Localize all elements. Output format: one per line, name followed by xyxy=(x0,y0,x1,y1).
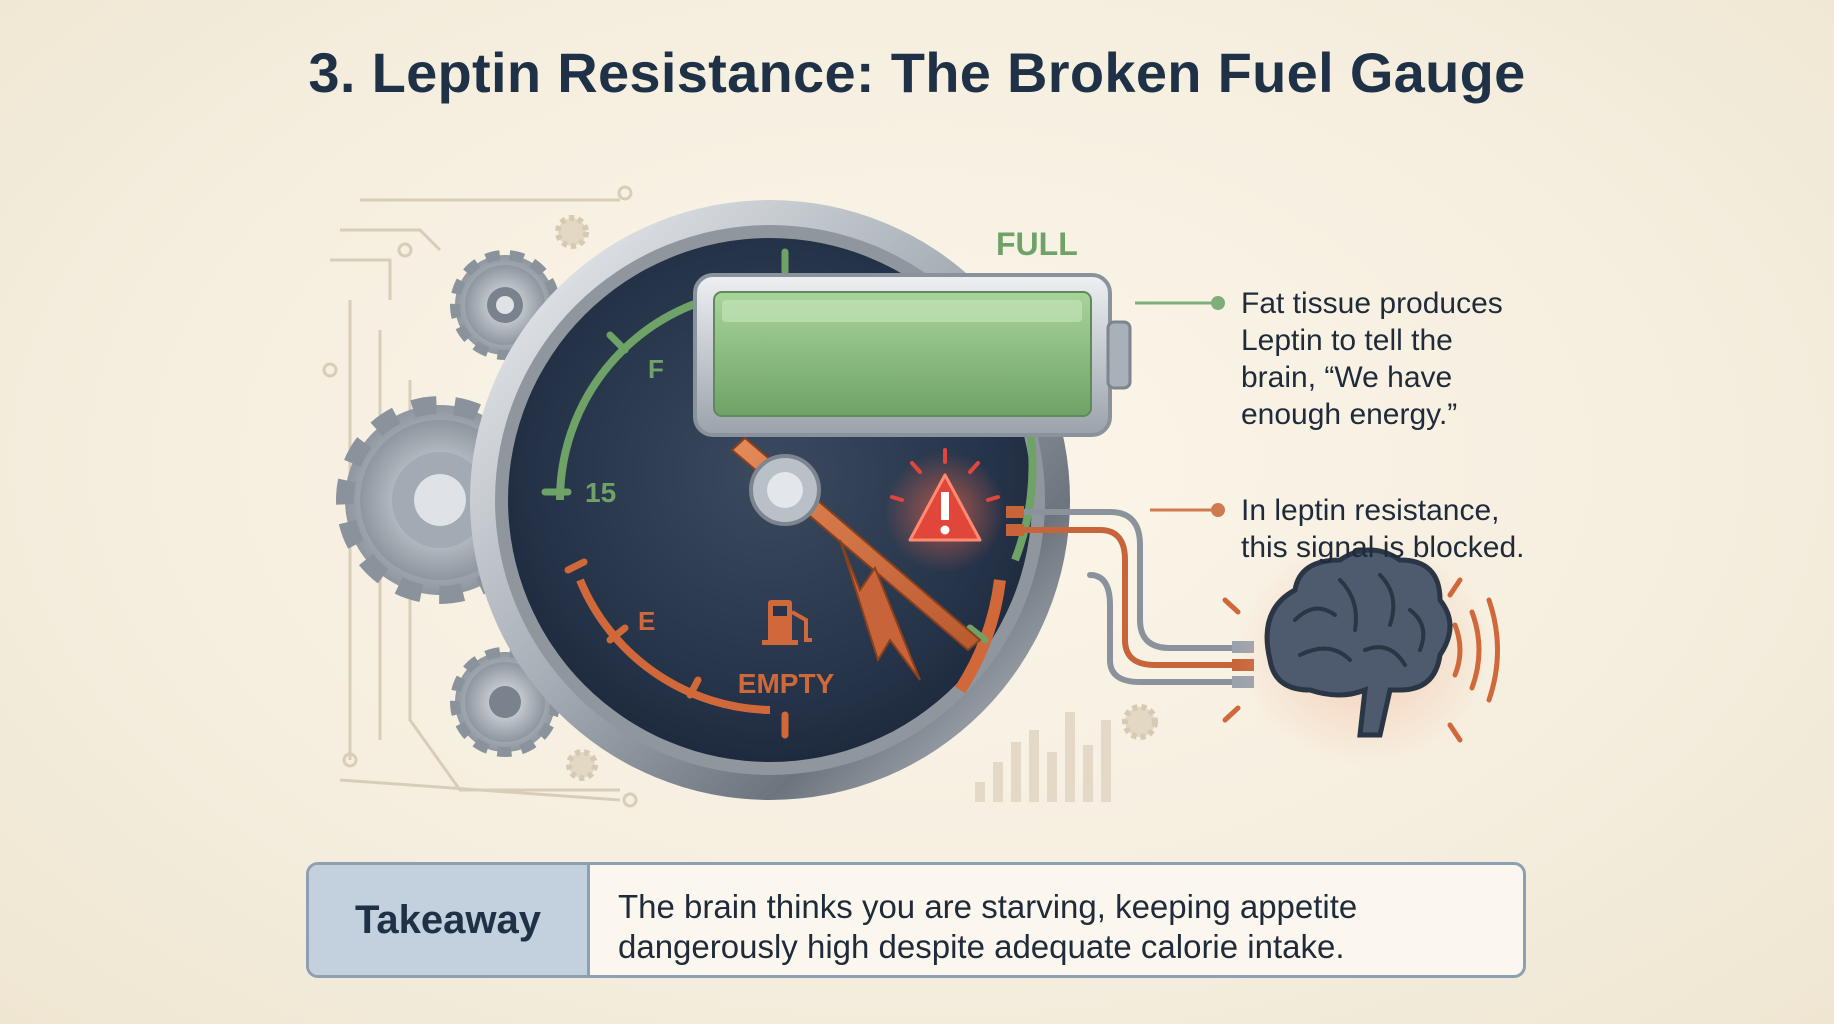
callout-leader-1 xyxy=(1135,296,1225,310)
gauge-mark-f: F xyxy=(648,354,664,384)
callout-line: enough energy.” xyxy=(1241,398,1458,431)
warning-icon xyxy=(885,448,1005,572)
callout-line: In leptin resistance, xyxy=(1241,494,1500,527)
takeaway-line: The brain thinks you are starving, keepi… xyxy=(618,888,1358,925)
takeaway-box: Takeaway The brain thinks you are starvi… xyxy=(306,862,1526,978)
gauge-arc-green-right xyxy=(1011,429,1037,562)
bar-chart-decoration xyxy=(975,712,1111,802)
gear-icon xyxy=(555,215,1158,781)
takeaway-line: dangerously high despite adequate calori… xyxy=(618,928,1345,965)
callout-line: brain, “We have xyxy=(1241,361,1453,394)
battery-icon xyxy=(693,273,1132,437)
callout-leptin-produced: Fat tissue produces Leptin to tell the b… xyxy=(1241,285,1503,433)
page-title: 3. Leptin Resistance: The Broken Fuel Ga… xyxy=(308,41,1526,104)
fuel-pump-icon xyxy=(762,600,812,645)
brain-icon xyxy=(1222,535,1500,765)
callout-line: this signal is blocked. xyxy=(1241,531,1525,564)
full-label: FULL xyxy=(996,226,1078,262)
empty-label: EMPTY xyxy=(738,668,835,699)
gauge-mark-e: E xyxy=(638,606,655,636)
callout-line: Leptin to tell the xyxy=(1241,324,1453,357)
callout-signal-blocked: In leptin resistance, this signal is blo… xyxy=(1241,492,1524,566)
takeaway-label: Takeaway xyxy=(309,865,590,975)
callout-line: Fat tissue produces xyxy=(1241,287,1503,320)
callout-leader-2 xyxy=(1150,503,1225,517)
gauge-needle xyxy=(730,436,982,681)
fuel-gauge: F 15 E EMPTY xyxy=(470,200,1132,800)
gauge-arc-orange xyxy=(576,578,771,714)
gauge-mark-15: 15 xyxy=(585,477,616,508)
takeaway-text: The brain thinks you are starving, keepi… xyxy=(590,865,1523,975)
